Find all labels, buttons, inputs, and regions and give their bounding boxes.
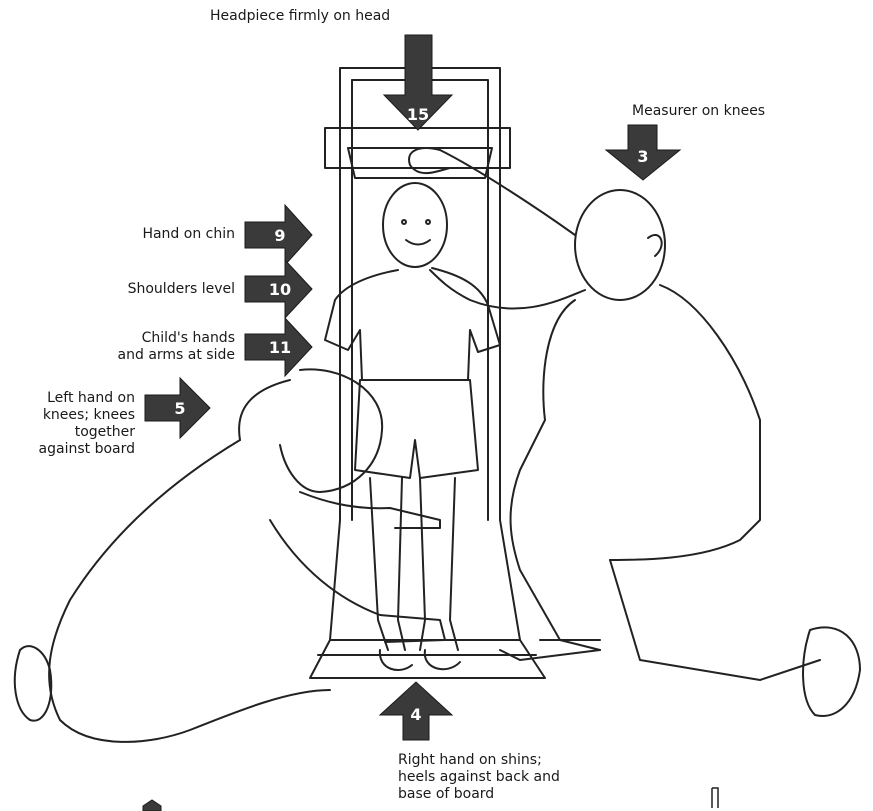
callout-number-shoulders: 10 — [269, 280, 291, 299]
label-shins-line1: Right hand on shins; — [398, 752, 560, 769]
measurer-figure — [409, 148, 860, 716]
label-arms: Child's hands and arms at side — [60, 330, 235, 364]
label-knees-line4: against board — [0, 441, 135, 458]
label-shins: Right hand on shins; heels against back … — [398, 752, 560, 803]
label-shins-line3: base of board — [398, 786, 560, 803]
label-knees-line1: Left hand on — [0, 390, 135, 407]
label-shoulders: Shoulders level — [60, 281, 235, 298]
callout-number-arms: 11 — [269, 338, 291, 357]
label-shins-line2: heels against back and — [398, 769, 560, 786]
bracket-mark — [712, 788, 718, 808]
callout-number-chin: 9 — [274, 226, 285, 245]
label-knees: Left hand on knees; knees together again… — [0, 390, 135, 458]
callout-number-shins: 4 — [410, 705, 421, 724]
arrow-bottom-partial — [143, 800, 161, 811]
measuring-board — [310, 68, 545, 678]
callout-number-headpiece: 15 — [407, 105, 429, 124]
callout-number-knees: 5 — [174, 399, 185, 418]
label-headpiece: Headpiece firmly on head — [210, 8, 390, 25]
callout-number-measurer: 3 — [637, 147, 648, 166]
label-arms-line1: Child's hands — [60, 330, 235, 347]
label-knees-line3: together — [0, 424, 135, 441]
label-arms-line2: and arms at side — [60, 347, 235, 364]
label-knees-line2: knees; knees — [0, 407, 135, 424]
label-chin: Hand on chin — [80, 226, 235, 243]
label-measurer: Measurer on knees — [632, 103, 765, 120]
